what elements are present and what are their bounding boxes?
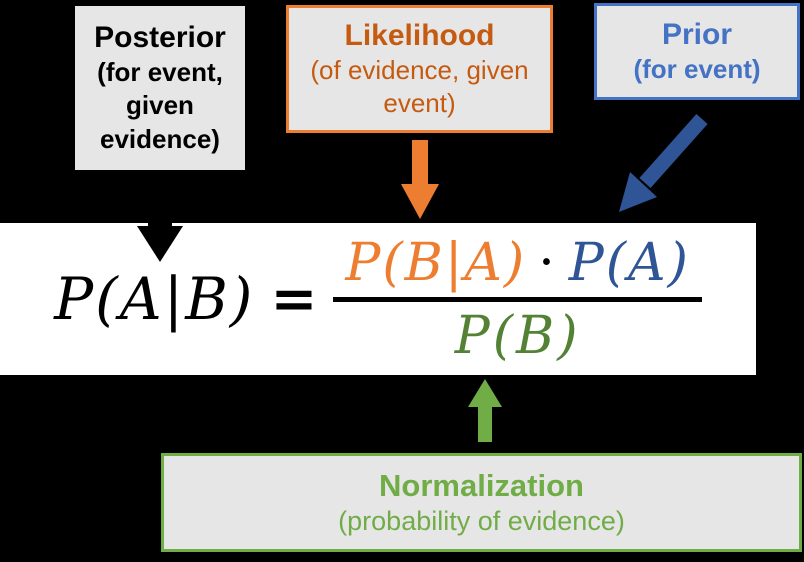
formula-denominator-term: P(B) xyxy=(454,305,581,366)
bayes-formula: P(A|B) = P(B|A)·P(A) P(B) xyxy=(0,223,756,375)
posterior-subtitle-line: evidence) xyxy=(100,123,220,154)
formula-numerator: P(B|A)·P(A) xyxy=(333,233,702,297)
posterior-subtitle-line: (for event, xyxy=(97,57,223,88)
normalization-title: Normalization xyxy=(379,467,584,503)
formula-prior-term: P(A) xyxy=(568,232,690,293)
likelihood-arrow-shaft xyxy=(412,140,428,186)
formula-likelihood-term: P(B|A) xyxy=(345,232,527,293)
likelihood-title: Likelihood xyxy=(344,18,495,52)
posterior-arrow-icon xyxy=(137,226,183,262)
posterior-box: Posterior (for event, given evidence) xyxy=(75,6,245,170)
fraction-bar xyxy=(333,296,702,302)
multiplication-dot: · xyxy=(538,232,557,293)
posterior-arrow-shaft xyxy=(148,170,172,228)
likelihood-arrow-icon xyxy=(401,184,439,219)
likelihood-subtitle-line: event) xyxy=(383,88,456,118)
normalization-box: Normalization (probability of evidence) xyxy=(161,453,802,552)
likelihood-subtitle-line: (of evidence, given xyxy=(310,54,529,85)
prior-subtitle-line: (for event) xyxy=(633,53,761,84)
formula-posterior-term: P(A|B) xyxy=(54,265,255,333)
prior-box: Prior (for event) xyxy=(594,3,800,100)
equals-sign: = xyxy=(270,266,318,332)
prior-title: Prior xyxy=(661,17,733,51)
normalization-subtitle-line: (probability of evidence) xyxy=(338,505,625,536)
posterior-title: Posterior xyxy=(94,21,226,55)
formula-fraction: P(B|A)·P(A) P(B) xyxy=(333,233,702,366)
posterior-subtitle-line: given xyxy=(126,90,194,121)
normalization-arrow-shaft xyxy=(478,405,492,442)
prior-arrow-icon xyxy=(619,114,708,212)
normalization-arrow-icon xyxy=(468,379,502,407)
likelihood-box: Likelihood (of evidence, given event) xyxy=(286,5,553,133)
